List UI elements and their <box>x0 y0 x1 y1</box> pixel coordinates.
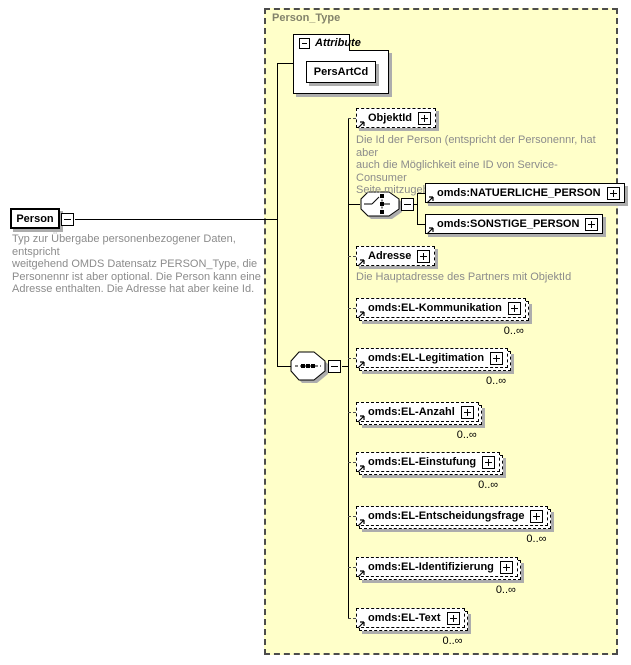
connector-line <box>417 193 425 194</box>
attribute-persartcd[interactable]: PersArtCd <box>306 61 376 83</box>
sequence-connector-icon[interactable] <box>290 351 330 384</box>
element-label: omds:SONSTIGE_PERSON <box>437 218 580 230</box>
reference-arrow-icon <box>357 259 365 267</box>
expand-icon[interactable] <box>530 509 544 523</box>
occurs-label: 0..∞ <box>456 429 477 441</box>
reference-arrow-icon <box>357 519 365 527</box>
collapse-icon[interactable] <box>401 198 414 211</box>
element-label: omds:EL-Einstufung <box>368 456 477 468</box>
collapse-icon[interactable] <box>299 37 310 49</box>
connector-line <box>417 224 425 225</box>
connector-line <box>414 204 418 205</box>
person-annotation: Typ zur Übergabe personenbezogener Daten… <box>12 233 261 295</box>
expand-icon[interactable] <box>418 111 432 125</box>
connector-line <box>277 63 294 64</box>
expand-icon[interactable] <box>417 249 431 263</box>
expand-icon[interactable] <box>499 560 513 574</box>
connector-line <box>348 462 356 463</box>
element-label: omds:EL-Kommunikation <box>368 302 502 314</box>
connector-line <box>75 219 277 220</box>
element-person[interactable]: Person <box>10 208 60 229</box>
element-label: ObjektId <box>368 112 413 124</box>
element-el-entscheidungsfrage[interactable]: omds:EL-Entscheidungsfrage <box>356 506 549 527</box>
connector-line <box>277 63 278 367</box>
element-label: omds:EL-Anzahl <box>368 406 455 418</box>
element-label: Adresse <box>368 250 412 262</box>
expand-icon[interactable] <box>490 351 504 365</box>
connector-line <box>348 118 349 619</box>
connector-line <box>348 412 356 413</box>
reference-arrow-icon <box>357 121 365 129</box>
expand-icon[interactable] <box>606 186 620 200</box>
element-el-anzahl[interactable]: omds:EL-Anzahl <box>356 402 479 423</box>
element-label: omds:EL-Entscheidungsfrage <box>368 510 525 522</box>
connector-line <box>348 256 356 257</box>
connector-line <box>348 567 356 568</box>
element-el-kommunikation[interactable]: omds:EL-Kommunikation <box>356 298 526 319</box>
connector-line <box>348 118 356 119</box>
expand-icon[interactable] <box>585 217 599 231</box>
occurs-label: 0..∞ <box>495 584 516 596</box>
connector-line <box>348 308 356 309</box>
attribute-label: PersArtCd <box>313 66 369 78</box>
collapse-icon[interactable] <box>61 213 74 226</box>
reference-arrow-icon <box>357 415 365 423</box>
reference-arrow-icon <box>357 570 365 578</box>
expand-icon[interactable] <box>482 455 496 469</box>
reference-arrow-icon <box>357 621 365 629</box>
element-el-legitimation[interactable]: omds:EL-Legitimation <box>356 348 509 369</box>
element-el-einstufung[interactable]: omds:EL-Einstufung <box>356 452 501 473</box>
connector-line <box>348 358 356 359</box>
occurs-label: 0..∞ <box>486 375 507 387</box>
collapse-icon[interactable] <box>328 360 341 373</box>
reference-arrow-icon <box>357 311 365 319</box>
choice-connector-icon[interactable] <box>360 191 404 220</box>
connector-line <box>417 193 418 225</box>
element-el-identifizierung[interactable]: omds:EL-Identifizierung <box>356 557 518 578</box>
element-adresse[interactable]: Adresse <box>356 246 436 267</box>
element-el-text[interactable]: omds:EL-Text <box>356 608 465 629</box>
person-type-frame <box>264 8 618 655</box>
element-label: omds:EL-Legitimation <box>368 352 485 364</box>
adresse-annotation: Die Hauptadresse des Partners mit Objekt… <box>356 271 572 283</box>
element-label: omds:EL-Text <box>368 612 441 624</box>
reference-arrow-icon <box>357 465 365 473</box>
element-natuerliche-person[interactable]: omds:NATUERLICHE_PERSON <box>425 183 625 204</box>
occurs-label: 0..∞ <box>503 325 524 337</box>
expand-icon[interactable] <box>507 301 521 315</box>
occurs-label: 0..∞ <box>526 533 547 545</box>
connector-line <box>277 366 292 367</box>
expand-icon[interactable] <box>446 611 460 625</box>
reference-arrow-icon <box>426 196 434 204</box>
occurs-label: 0..∞ <box>478 479 499 491</box>
attribute-section-tab: Attribute <box>293 34 361 51</box>
reference-arrow-icon <box>357 361 365 369</box>
element-objektid[interactable]: ObjektId <box>356 108 437 129</box>
reference-arrow-icon <box>426 227 434 235</box>
frame-title: Person_Type <box>272 12 341 24</box>
expand-icon[interactable] <box>460 405 474 419</box>
occurs-label: 0..∞ <box>442 635 463 647</box>
element-sonstige-person[interactable]: omds:SONSTIGE_PERSON <box>425 214 604 235</box>
element-label: omds:EL-Identifizierung <box>368 561 494 573</box>
connector-line <box>348 516 356 517</box>
objektid-annotation: Die Id der Person (entspricht der Person… <box>356 134 596 196</box>
attribute-section-label: Attribute <box>315 37 361 49</box>
connector-line <box>348 204 360 205</box>
element-label: Person <box>16 212 54 225</box>
element-label: omds:NATUERLICHE_PERSON <box>437 187 601 199</box>
connector-line <box>342 366 348 367</box>
connector-line <box>348 618 356 619</box>
